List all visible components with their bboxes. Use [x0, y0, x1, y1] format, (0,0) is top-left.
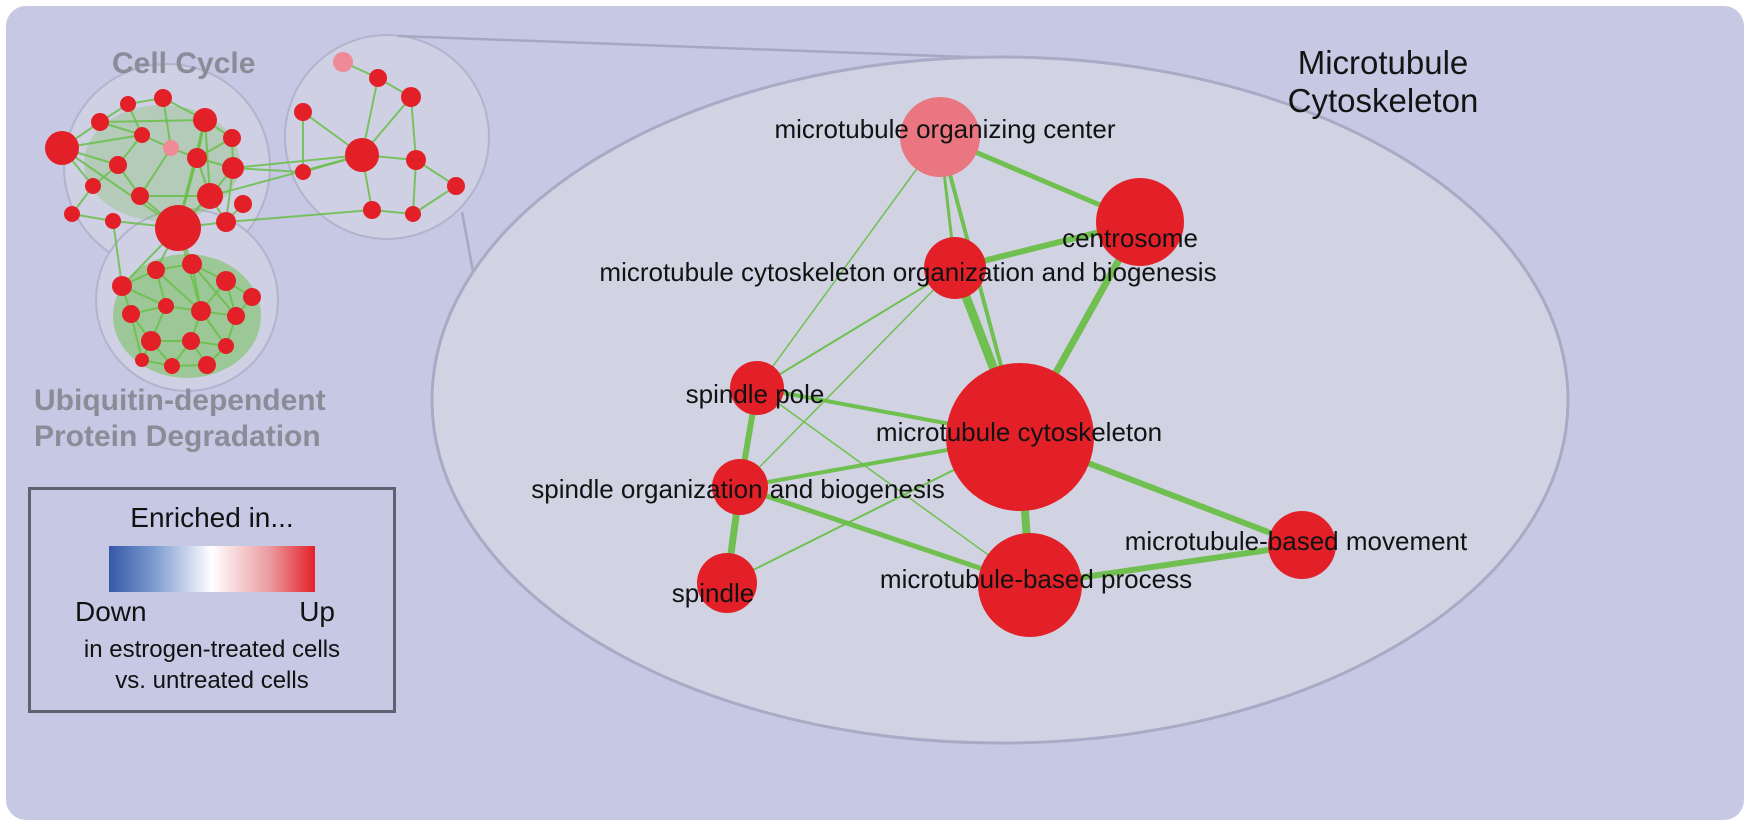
- node-label-centrosome: centrosome: [1062, 223, 1198, 253]
- overview-network-node: [333, 52, 353, 72]
- overview-network-node: [218, 338, 234, 354]
- overview-network-node: [363, 201, 381, 219]
- overview-network-node: [134, 127, 150, 143]
- cluster-title-cell-cycle: Cell Cycle: [112, 47, 256, 80]
- overview-network-node: [216, 271, 236, 291]
- overview-network-node: [405, 206, 421, 222]
- overview-network-node: [345, 138, 379, 172]
- overview-network-node: [91, 113, 109, 131]
- overview-edge: [112, 220, 123, 287]
- network-node-mcyto: [946, 363, 1094, 511]
- overview-network-node: [447, 177, 465, 195]
- overview-network-node: [294, 103, 312, 121]
- overview-network-node: [222, 157, 244, 179]
- network-node-moc: [900, 97, 980, 177]
- overview-network-node: [216, 212, 236, 232]
- magnifier-line: [397, 34, 996, 60]
- network-node-smove: [1268, 511, 1336, 579]
- overview-network-node: [64, 206, 80, 222]
- overview-network-node: [223, 129, 241, 147]
- overview-edge: [139, 147, 172, 197]
- legend-box: Enriched in... Down Up in estrogen-treat…: [28, 487, 396, 713]
- network-node-sorg: [712, 459, 768, 515]
- node-label-spindle: spindle: [672, 578, 754, 608]
- overview-network-node: [187, 148, 207, 168]
- overview-network-node: [369, 69, 387, 87]
- node-label-moc: microtubule organizing center: [774, 114, 1115, 144]
- node-label-smove: microtubule-based movement: [1125, 526, 1468, 556]
- overview-network-node: [198, 356, 216, 374]
- overview-network-node: [182, 332, 200, 350]
- legend-title: Enriched in...: [130, 502, 294, 533]
- cluster-title-ubiquitin: Ubiquitin-dependent Protein Degradation: [34, 383, 326, 455]
- cluster-title-microtubule: Microtubule Cytoskeleton: [1268, 44, 1498, 120]
- network-node-spindle: [697, 553, 757, 613]
- detail-edge-mco-sorg: [739, 267, 956, 488]
- detail-edge-moc-spole: [756, 136, 941, 389]
- overview-network-node: [193, 108, 217, 132]
- overview-network-node: [109, 156, 127, 174]
- overview-network-node: [105, 213, 121, 229]
- overview-network-node: [141, 331, 161, 351]
- overview-edge: [61, 147, 179, 229]
- network-node-centrosome: [1096, 178, 1184, 266]
- overview-network-node: [197, 183, 223, 209]
- overview-network-node: [120, 96, 136, 112]
- overview-network-node: [135, 353, 149, 367]
- overview-network-node: [191, 301, 211, 321]
- overview-network-node: [45, 131, 79, 165]
- overview-network-node: [295, 164, 311, 180]
- network-node-mco: [924, 237, 986, 299]
- overview-network-node: [155, 205, 201, 251]
- legend-up-label: Up: [299, 596, 335, 627]
- overview-edge: [99, 119, 206, 123]
- overview-network-node: [182, 254, 202, 274]
- overview-network-node: [147, 261, 165, 279]
- overview-network-node: [163, 140, 179, 156]
- overview-edge: [232, 154, 363, 169]
- network-node-sproc: [978, 533, 1082, 637]
- cluster-title-ubiquitin-line2: Protein Degradation: [34, 420, 321, 453]
- overview-network-node: [164, 358, 180, 374]
- overview-edge: [191, 263, 237, 317]
- overview-network-node: [131, 187, 149, 205]
- overview-edge: [155, 269, 202, 312]
- overview-network-node: [234, 195, 252, 213]
- overview-network-node: [243, 288, 261, 306]
- node-label-spole: spindle pole: [686, 379, 825, 409]
- overview-network-node: [85, 178, 101, 194]
- node-label-sproc: microtubule-based process: [880, 564, 1192, 594]
- overview-network-node: [122, 305, 140, 323]
- overview-edge: [232, 167, 304, 173]
- detail-edge-mco-spole: [756, 267, 956, 389]
- legend-caption-line1: in estrogen-treated cells: [83, 636, 341, 663]
- overview-edge: [410, 96, 417, 161]
- legend-down-label: Down: [75, 596, 147, 627]
- overview-network-node: [112, 276, 132, 296]
- overview-network-node: [406, 150, 426, 170]
- overview-network-node: [401, 87, 421, 107]
- overview-network-node: [158, 298, 174, 314]
- cluster-title-microtubule-line1: Microtubule: [1297, 44, 1469, 81]
- overview-edge: [225, 209, 373, 223]
- cluster-title-ubiquitin-line1: Ubiquitin-dependent: [34, 384, 326, 417]
- node-label-sorg: spindle organization and biogenesis: [531, 474, 944, 504]
- overview-network-node: [227, 307, 245, 325]
- legend-caption-line2: vs. untreated cells: [115, 667, 309, 694]
- legend-gradient: [109, 546, 315, 592]
- overview-cluster-circle-microtubule: [284, 34, 490, 240]
- detail-edge-spole-sproc: [756, 387, 1031, 586]
- network-node-spole: [730, 361, 784, 415]
- cluster-title-microtubule-line2: Cytoskeleton: [1287, 82, 1479, 119]
- overview-network-node: [154, 89, 172, 107]
- node-label-mco: microtubule cytoskeleton organization an…: [599, 257, 1216, 287]
- node-label-mcyto: microtubule cytoskeleton: [876, 417, 1162, 447]
